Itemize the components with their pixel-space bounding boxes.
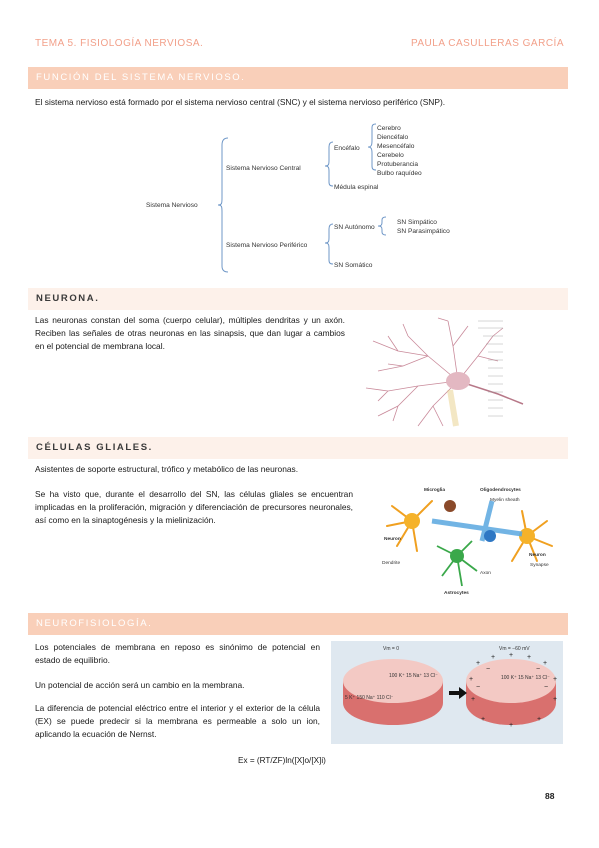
diagram-autonomo: SN Autónomo xyxy=(334,224,375,231)
nervous-system-diagram: Sistema Nervioso Sistema Nervioso Centra… xyxy=(146,123,450,273)
svg-text:+: + xyxy=(491,654,495,661)
svg-text:+: + xyxy=(553,696,557,703)
glia-label-dendrite: Dendrite xyxy=(382,560,400,566)
charge-marks: + + + + + + + + + + + + − − − − xyxy=(469,652,557,729)
svg-text:+: + xyxy=(481,716,485,723)
svg-text:+: + xyxy=(537,716,541,723)
neurofisiologia-paragraph-3: La diferencia de potencial eléctrico ent… xyxy=(35,703,320,739)
glia-label-microglia: Microglia xyxy=(424,487,445,493)
diagram-snp: Sistema Nervioso Periférico xyxy=(226,242,308,249)
diagram-autonomo-part: SN Parasimpático xyxy=(397,228,450,235)
glia-label-oligo: Oligodendrocytes xyxy=(480,487,521,493)
svg-text:+: + xyxy=(527,654,531,661)
diagram-root: Sistema Nervioso xyxy=(146,202,198,209)
membrane-left-out: 5 K⁺ 150 Na⁺ 110 Cl⁻ xyxy=(345,695,394,701)
svg-text:−: − xyxy=(486,666,490,673)
diagram-medula: Médula espinal xyxy=(334,184,379,191)
diagram-encefalo-part: Cerebelo xyxy=(377,152,404,159)
neuron-illustration xyxy=(365,317,524,427)
diagram-somatico: SN Somático xyxy=(334,262,373,269)
membrane-left-ions: 100 K⁺ 15 Na⁺ 13 Cl⁻ xyxy=(389,673,438,679)
glia-label-neuron-left: Neuron xyxy=(384,536,401,542)
glial-cells-illustration: Microglia Oligodendrocytes Myelin sheath… xyxy=(382,487,553,596)
section-title-neurofisiologia: NEUROFISIOLOGÍA. xyxy=(36,618,153,629)
svg-text:−: − xyxy=(476,684,480,691)
glia-label-synapse: Synapse xyxy=(530,562,549,568)
glia-label-neuron-right: Neuron xyxy=(529,552,546,558)
membrane-label-left: Vm = 0 xyxy=(383,646,399,652)
membrane-potential-illustration: Vm = 0 Vm = −60 mV 100 K⁺ 15 Na⁺ 13 Cl⁻ … xyxy=(331,641,563,744)
section-band-gliales: CÉLULAS GLIALES. xyxy=(28,437,568,459)
membrane-right-ions: 100 K⁺ 15 Na⁺ 13 Cl⁻ xyxy=(501,675,550,681)
diagram-autonomo-part: SN Simpático xyxy=(397,219,437,226)
svg-text:+: + xyxy=(476,660,480,667)
glia-label-astro: Astrocytes xyxy=(444,590,469,596)
membrane-label-right: Vm = −60 mV xyxy=(499,646,530,652)
svg-text:−: − xyxy=(536,666,540,673)
neurona-paragraph: Las neuronas constan del soma (cuerpo ce… xyxy=(35,315,345,351)
nernst-equation: Ex = (RT/ZF)ln([X]o/[X]i) xyxy=(238,756,326,765)
diagram-encefalo-part: Protuberancia xyxy=(377,161,418,168)
section-title-funcion: FUNCIÓN DEL SISTEMA NERVIOSO. xyxy=(36,72,246,83)
glia-label-axon: Axon xyxy=(480,570,491,576)
neurofisiologia-paragraph-1: Los potenciales de membrana en reposo es… xyxy=(35,642,320,665)
gliales-paragraph-2: Se ha visto que, durante el desarrollo d… xyxy=(35,489,353,525)
header-topic: TEMA 5. FISIOLOGÍA NERVIOSA. xyxy=(35,38,204,49)
funcion-paragraph: El sistema nervioso está formado por el … xyxy=(35,97,446,107)
section-title-neurona: NEURONA. xyxy=(36,293,100,304)
diagram-encefalo-part: Bulbo raquídeo xyxy=(377,170,422,177)
diagram-encefalo: Encéfalo xyxy=(334,145,360,152)
diagram-encefalo-part: Mesencéfalo xyxy=(377,143,415,150)
header-author: PAULA CASULLERAS GARCÍA xyxy=(410,38,564,49)
section-band-neurofisiologia: NEUROFISIOLOGÍA. xyxy=(28,613,568,635)
svg-text:+: + xyxy=(553,676,557,683)
section-band-neurona: NEURONA. xyxy=(28,288,568,310)
svg-text:+: + xyxy=(509,722,513,729)
svg-text:+: + xyxy=(509,652,513,659)
section-title-gliales: CÉLULAS GLIALES. xyxy=(36,442,153,453)
svg-text:+: + xyxy=(543,660,547,667)
page-number: 88 xyxy=(545,791,555,801)
neurofisiologia-paragraph-2: Un potencial de acción será un cambio en… xyxy=(35,680,245,690)
svg-text:−: − xyxy=(544,684,548,691)
svg-text:+: + xyxy=(469,676,473,683)
glia-label-myelin: Myelin sheath xyxy=(490,497,520,503)
gliales-paragraph-1: Asistentes de soporte estructural, trófi… xyxy=(35,464,299,474)
page-header: TEMA 5. FISIOLOGÍA NERVIOSA. PAULA CASUL… xyxy=(35,38,564,52)
diagram-snc: Sistema Nervioso Central xyxy=(226,165,301,172)
section-band-funcion: FUNCIÓN DEL SISTEMA NERVIOSO. xyxy=(28,67,568,89)
diagram-encefalo-part: Cerebro xyxy=(377,125,401,132)
diagram-encefalo-part: Diencéfalo xyxy=(377,134,408,141)
svg-text:+: + xyxy=(471,696,475,703)
